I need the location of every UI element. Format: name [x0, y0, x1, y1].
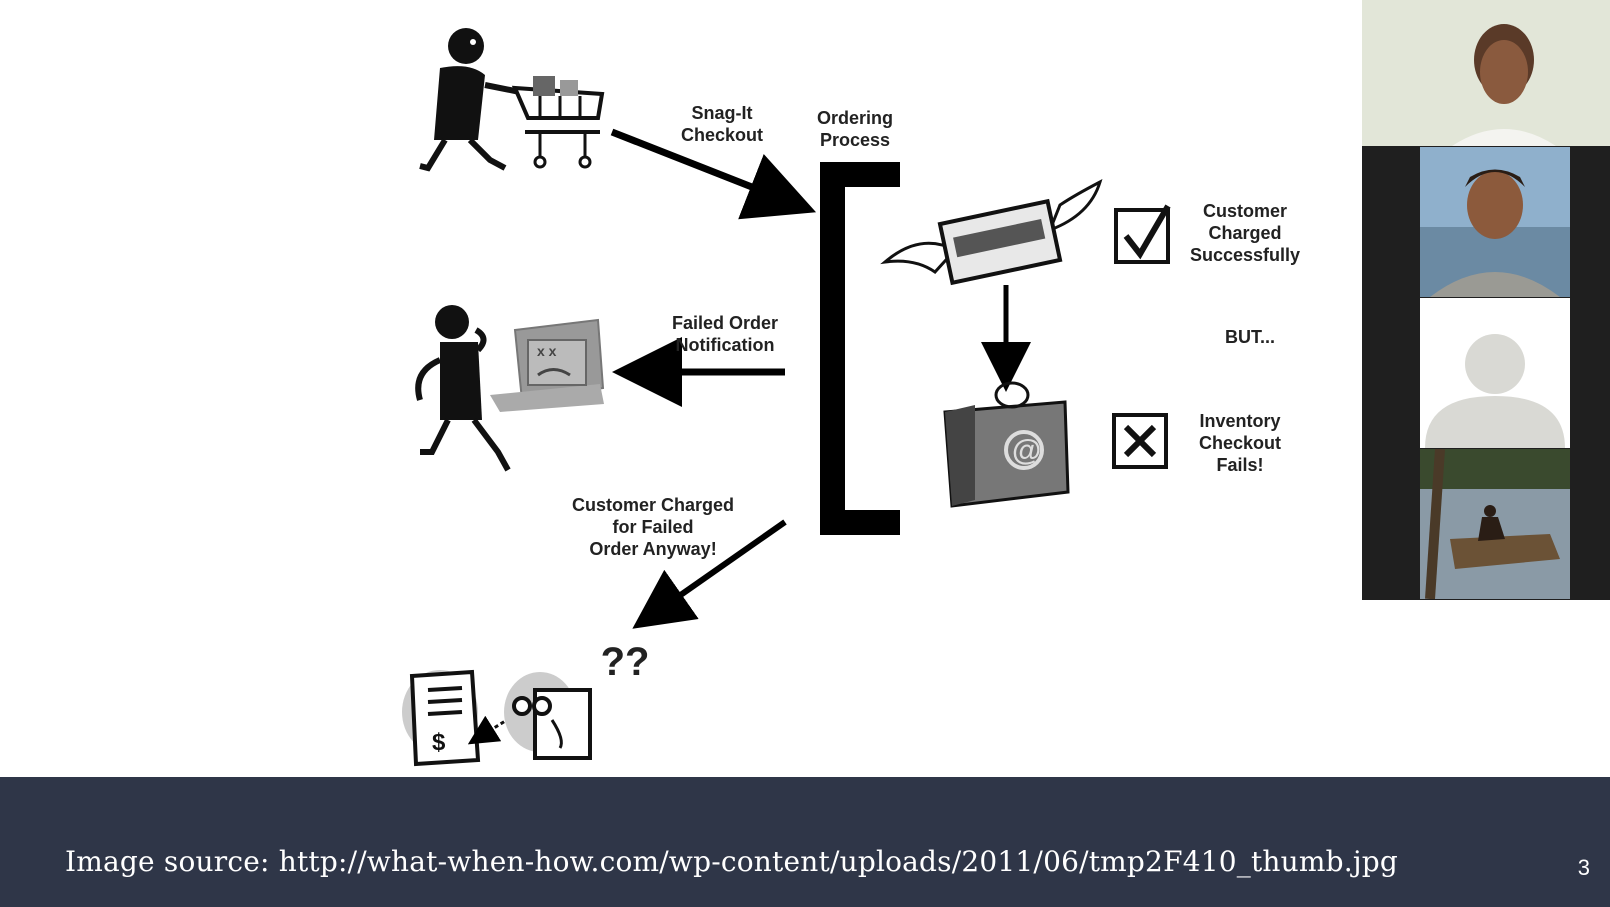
charged-anyway-arrow	[632, 519, 787, 629]
slide-number: 3	[1577, 855, 1590, 880]
confused-document-icon	[504, 672, 592, 760]
flying-card-icon	[880, 179, 1103, 286]
participant-video-1[interactable]	[1362, 0, 1610, 146]
participant-video-2[interactable]	[1420, 147, 1570, 297]
svg-text:x x: x x	[537, 343, 557, 359]
bill-document-icon: $	[402, 669, 481, 767]
participant-video-4[interactable]	[1420, 449, 1570, 599]
user-avatar-icon	[1425, 334, 1565, 448]
svg-text:@: @	[1012, 434, 1041, 467]
success-checkbox-icon	[1114, 204, 1171, 264]
dashed-arrow	[467, 715, 511, 745]
but-label: BUT...	[1224, 327, 1275, 347]
customer-charged-label: Customer Charged Successfully	[1189, 201, 1301, 265]
participant-4-portrait	[1420, 449, 1570, 599]
svg-text:$: $	[432, 729, 446, 756]
ordering-process-bracket	[820, 162, 900, 535]
question-marks-label: ??	[600, 640, 650, 684]
participant-avatar-3[interactable]	[1420, 298, 1570, 448]
participant-1-portrait	[1362, 0, 1610, 146]
shopper-with-cart-figure	[419, 28, 605, 172]
participant-panel	[1362, 0, 1610, 600]
failed-notification-label: Failed Order Notification	[671, 313, 779, 355]
failure-checkbox-icon	[1112, 413, 1168, 469]
charged-anyway-label: Customer Charged for Failed Order Anyway…	[571, 495, 735, 559]
slide-content: @ x x	[402, 28, 1301, 767]
ordering-diagram: @ x x	[402, 28, 1171, 767]
inventory-fails-label: Inventory Checkout Fails!	[1198, 411, 1281, 475]
upset-customer-figure: x x	[415, 305, 605, 472]
snagit-checkout-label: Snag-It Checkout	[680, 103, 763, 145]
shopping-bag-icon: @	[943, 381, 1070, 508]
checkout-arrow	[610, 128, 817, 220]
image-source-text: Image source: http://what-when-how.com/w…	[65, 845, 1398, 878]
ordering-process-label: Ordering Process	[816, 108, 893, 150]
participant-2-portrait	[1420, 147, 1570, 297]
slide-footer	[0, 777, 1610, 907]
